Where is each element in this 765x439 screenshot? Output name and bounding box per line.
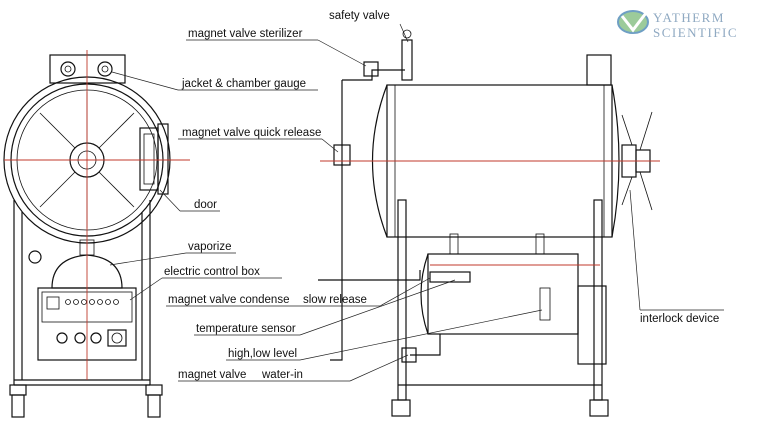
top-box <box>586 54 612 86</box>
door-hinge <box>139 127 159 191</box>
vaporizer-gauge-icon <box>28 250 42 264</box>
drain-pipe <box>318 270 421 281</box>
label-door: door <box>194 199 217 211</box>
company-logo: YATHERM SCIENTIFIC <box>617 10 738 40</box>
side-view <box>318 29 660 417</box>
front-foot-left <box>9 384 27 396</box>
steam-inlet-pipe <box>342 69 405 81</box>
logo-line2: SCIENTIFIC <box>653 25 738 40</box>
sterilizer-pipe <box>330 80 343 361</box>
label-vaporize: vaporize <box>188 241 231 253</box>
label-jacket-chamber-gauge: jacket & chamber gauge <box>181 78 306 90</box>
door-lock-block <box>157 123 169 195</box>
side-leg-right <box>593 199 603 401</box>
level-gauge <box>539 287 551 321</box>
label-high-low-level: high,low level <box>228 348 297 360</box>
label-water-in: water-in <box>261 369 303 381</box>
label-interlock-device: interlock device <box>640 313 719 325</box>
safety-valve-icon <box>401 39 413 81</box>
water-in-valve-icon <box>401 347 417 363</box>
label-temperature-sensor: temperature sensor <box>196 323 296 335</box>
steam-generator <box>427 253 579 335</box>
chamber-gauge-icon <box>97 61 113 77</box>
front-view <box>3 50 190 418</box>
quick-release-valve-icon <box>333 144 351 166</box>
logo-line1: YATHERM <box>653 10 725 25</box>
label-safety-valve: safety valve <box>329 10 390 22</box>
interlock-spokes <box>621 111 653 211</box>
label-slow-release: slow release <box>303 294 367 306</box>
front-leg-left <box>11 394 25 418</box>
jacket-gauge-icon <box>60 61 76 77</box>
front-foot-right <box>145 384 163 396</box>
callout-labels: safety valve magnet valve sterilizer jac… <box>164 10 719 381</box>
water-in-pipe <box>410 334 441 356</box>
generator-housing <box>577 285 607 365</box>
label-magnet-valve-quick-release: magnet valve quick release <box>182 127 321 139</box>
front-leg-right <box>147 394 161 418</box>
control-display <box>107 329 127 347</box>
condense-valve-icon <box>429 271 471 283</box>
magnet-valve-sterilizer-icon <box>363 61 379 77</box>
control-knob-1-icon <box>56 332 68 344</box>
label-magnet-valve: magnet valve <box>178 369 246 381</box>
control-lights <box>65 299 119 305</box>
control-knob-3-icon <box>90 332 102 344</box>
label-magnet-valve-sterilizer: magnet valve sterilizer <box>188 28 303 40</box>
label-electric-control-box: electric control box <box>164 266 260 278</box>
gauge-panel <box>49 54 126 84</box>
side-foot-right <box>589 399 609 417</box>
label-magnet-valve-condense: magnet valve condense <box>168 294 289 306</box>
side-foot-left <box>391 399 411 417</box>
control-knob-2-icon <box>74 332 86 344</box>
leader-lines <box>109 23 724 382</box>
